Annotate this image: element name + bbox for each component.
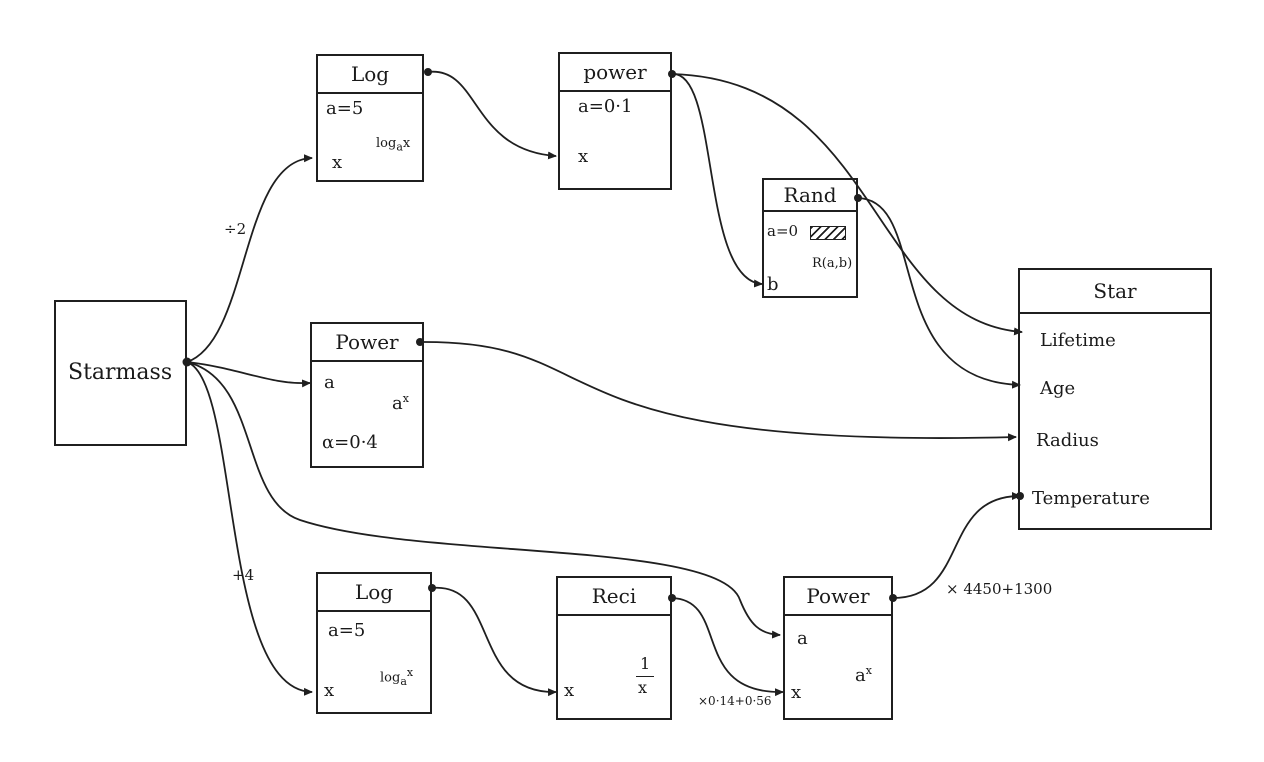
- node-log-top-formula: logax: [376, 136, 410, 154]
- node-power-mid[interactable]: Power a ax α=0·4: [310, 322, 424, 468]
- node-starmass-title: Starmass: [68, 360, 173, 385]
- formula-power-exp: x: [402, 392, 409, 405]
- node-log-top[interactable]: Log a=5 x logax: [316, 54, 424, 182]
- node-rand-param: a=0: [767, 222, 799, 240]
- node-power-bottom-formula: ax: [855, 664, 872, 686]
- node-power-top[interactable]: power a=0·1 x: [558, 52, 672, 190]
- wire-starmass-log-bottom: [186, 361, 313, 696]
- node-power-top-title: power: [560, 54, 670, 92]
- node-power-mid-title: Power: [312, 324, 422, 362]
- formula-power-base: a: [855, 665, 866, 686]
- wire-log-top-power-top: [427, 71, 557, 160]
- node-reci-fraction-bar: [636, 676, 654, 677]
- node-star-title: Star: [1020, 270, 1210, 314]
- node-rand-title: Rand: [764, 180, 856, 212]
- node-power-bottom-title: Power: [785, 578, 891, 616]
- wire-reci-power-bottom: [671, 597, 784, 697]
- node-power-bottom[interactable]: Power a x ax: [783, 576, 893, 720]
- node-reci-title: Reci: [558, 578, 670, 616]
- node-log-top-param: a=5: [326, 98, 364, 119]
- node-reci-input: x: [564, 680, 575, 701]
- node-reci-formula-num: 1: [640, 654, 651, 673]
- formula-log-sup: x: [406, 666, 414, 679]
- edge-label-scale-reci: ×0·14+0·56: [698, 694, 772, 708]
- node-power-mid-input: a: [324, 372, 335, 393]
- formula-log-main: log: [380, 670, 401, 686]
- node-rand-input: b: [767, 274, 779, 295]
- node-power-mid-param: α=0·4: [322, 432, 378, 453]
- node-power-mid-formula: ax: [392, 392, 409, 414]
- edge-label-scale-temp: × 4450+1300: [946, 580, 1053, 598]
- wire-rand-age: [857, 197, 1021, 389]
- node-star[interactable]: Star Lifetime Age Radius Temperature: [1018, 268, 1212, 530]
- wire-power-mid-radius: [419, 341, 1017, 442]
- formula-power-base: a: [392, 393, 403, 414]
- node-log-bottom[interactable]: Log a=5 logax x: [316, 572, 432, 714]
- port-dot-log-top: [424, 68, 432, 76]
- formula-log-sub: a: [396, 140, 403, 154]
- node-log-bottom-formula: logax: [380, 666, 413, 688]
- wire-power-bottom-temperature: [892, 492, 1021, 599]
- star-port-radius[interactable]: Radius: [1036, 430, 1099, 451]
- wire-log-bottom-reci: [431, 587, 557, 697]
- node-log-top-input: x: [332, 152, 343, 173]
- wire-starmass-power-bottom: [186, 361, 781, 639]
- node-reci-formula-den: x: [638, 678, 648, 697]
- rand-distribution-icon: [810, 226, 846, 240]
- node-rand[interactable]: Rand a=0 R(a,b) b: [762, 178, 858, 298]
- wire-starmass-power-mid: [186, 361, 311, 388]
- edge-label-div2: ÷2: [224, 220, 247, 238]
- node-power-bottom-input-a[interactable]: a: [797, 628, 808, 649]
- formula-power-exp: x: [865, 664, 872, 677]
- node-log-top-title: Log: [318, 56, 422, 94]
- port-dot-starmass: [182, 357, 192, 367]
- node-power-top-param: a=0·1: [578, 96, 633, 117]
- formula-log-main: log: [376, 136, 397, 151]
- star-port-temperature[interactable]: Temperature: [1032, 488, 1150, 509]
- wire-starmass-log-top: [186, 154, 313, 363]
- node-log-bottom-input: x: [324, 680, 335, 701]
- node-reci[interactable]: Reci x 1 x: [556, 576, 672, 720]
- node-power-bottom-input-x[interactable]: x: [791, 682, 802, 703]
- formula-log-sub: a: [400, 674, 407, 688]
- node-power-top-input: x: [578, 146, 589, 167]
- wire-power-top-lifetime: [671, 73, 1023, 336]
- node-log-bottom-title: Log: [318, 574, 430, 612]
- node-log-bottom-param: a=5: [328, 620, 366, 641]
- star-port-lifetime[interactable]: Lifetime: [1040, 330, 1116, 351]
- node-rand-formula: R(a,b): [812, 256, 853, 271]
- node-starmass[interactable]: Starmass: [54, 300, 187, 446]
- formula-log-arg: x: [402, 136, 411, 151]
- star-port-age[interactable]: Age: [1040, 378, 1076, 399]
- wire-power-top-rand: [671, 73, 763, 288]
- edge-label-plus4: +4: [232, 566, 255, 584]
